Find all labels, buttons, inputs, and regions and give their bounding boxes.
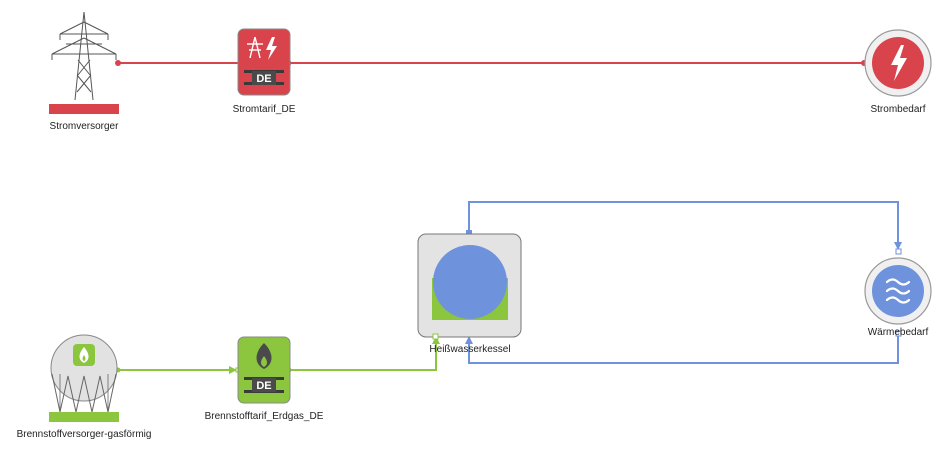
heat-connection[interactable] <box>465 201 902 364</box>
gastarif-label: Brennstofftarif_Erdgas_DE <box>204 411 324 422</box>
heat-waves-icon <box>885 278 911 304</box>
gasversorger-node[interactable] <box>49 334 119 422</box>
stromversorger-node[interactable] <box>49 11 119 114</box>
kessel-label: Heißwasserkessel <box>429 344 511 355</box>
stromtarif-label: Stromtarif_DE <box>232 104 296 115</box>
gastarif-node[interactable] <box>237 336 291 404</box>
gas-connection[interactable] <box>115 336 441 374</box>
electricity-connection[interactable] <box>115 60 867 66</box>
supplier-base-bar <box>49 412 119 422</box>
stromtarif-node[interactable] <box>237 28 291 96</box>
supplier-base-bar <box>49 104 119 114</box>
stromtarif-badge-text: DE <box>256 73 271 85</box>
tariff-badge <box>252 71 276 85</box>
boiler-icon <box>432 245 508 320</box>
waermebedarf-label: Wärmebedarf <box>867 327 929 338</box>
flame-icon <box>256 343 272 369</box>
kessel-node[interactable] <box>417 233 522 340</box>
gasversorger-label: Brennstoffversorger-gasförmig <box>16 429 152 440</box>
strombedarf-node[interactable] <box>864 29 932 97</box>
gastarif-badge-text: DE <box>256 380 271 392</box>
lightning-bolt-icon <box>891 45 907 81</box>
strombedarf-label: Strombedarf <box>870 104 926 115</box>
gas-tank-icon <box>50 334 118 413</box>
electric-tariff-icon <box>247 36 277 60</box>
power-pylon-icon <box>51 11 117 101</box>
waermebedarf-node[interactable] <box>864 257 932 325</box>
tariff-badge <box>252 378 276 392</box>
stromversorger-label: Stromversorger <box>49 121 119 132</box>
